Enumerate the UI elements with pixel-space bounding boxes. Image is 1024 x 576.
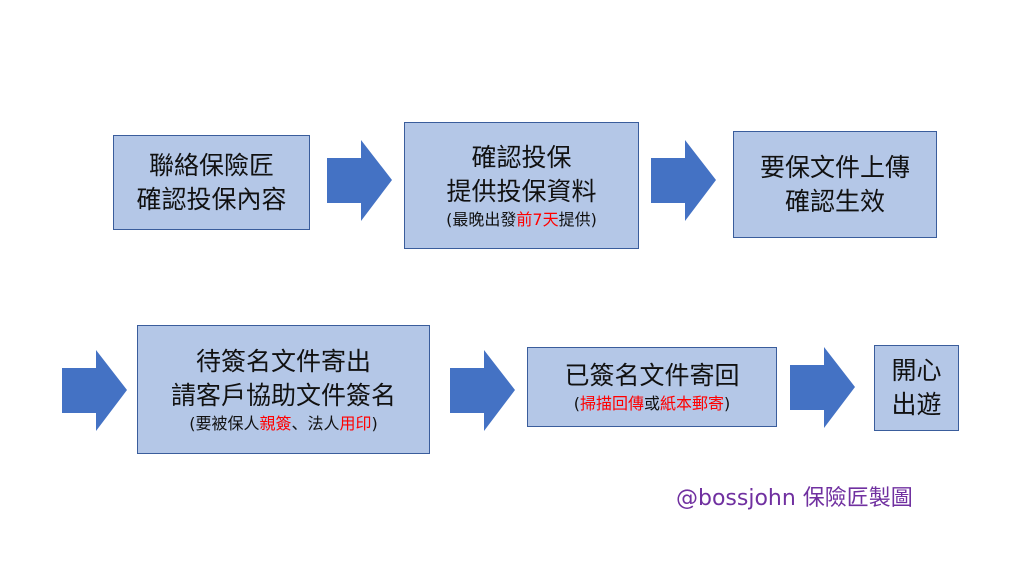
- note-highlight: 前7天: [516, 209, 559, 229]
- note-text: ): [371, 413, 378, 433]
- note-highlight: 用印: [339, 413, 372, 433]
- note-text: 提供): [558, 209, 597, 229]
- step-2-box: 確認投保 提供投保資料 (最晚出發前7天提供): [404, 122, 639, 249]
- step-1-line-1: 聯絡保險匠: [148, 150, 274, 180]
- arrow-right-icon: [327, 140, 392, 221]
- step-5-note: (掃描回傳或紙本郵寄): [574, 393, 731, 415]
- arrow-right-icon: [450, 350, 515, 431]
- note-highlight: 紙本郵寄: [660, 394, 725, 413]
- step-4-note: (要被保人親簽、法人用印): [189, 413, 378, 435]
- step-2-note: (最晚出發前7天提供): [446, 209, 597, 231]
- step-3-box: 要保文件上傳 確認生效: [733, 131, 937, 238]
- note-text: 、法人: [291, 413, 340, 433]
- note-highlight: 親簽: [259, 413, 292, 433]
- step-6-line-1: 開心: [891, 356, 942, 385]
- step-3-line-1: 要保文件上傳: [759, 152, 910, 182]
- step-6-line-2: 出遊: [891, 390, 942, 419]
- note-text: (: [573, 394, 580, 413]
- step-1-box: 聯絡保險匠 確認投保內容: [113, 135, 310, 230]
- arrow-right-icon: [790, 347, 855, 428]
- step-4-line-2: 請客戶協助文件簽名: [170, 380, 396, 410]
- note-highlight: 掃描回傳: [579, 394, 644, 413]
- watermark: @bossjohn 保險匠製圖: [676, 486, 913, 511]
- note-text: 或: [643, 394, 660, 413]
- arrow-right-icon: [651, 140, 716, 221]
- step-2-line-1: 確認投保: [471, 142, 572, 172]
- step-3-line-2: 確認生效: [784, 186, 885, 216]
- step-5-box: 已簽名文件寄回 (掃描回傳或紙本郵寄): [527, 347, 777, 427]
- note-text: ): [724, 394, 731, 413]
- step-4-box: 待簽名文件寄出 請客戶協助文件簽名 (要被保人親簽、法人用印): [137, 325, 430, 454]
- arrow-right-icon: [62, 350, 127, 431]
- note-text: (最晚出發: [446, 209, 517, 229]
- step-4-line-1: 待簽名文件寄出: [195, 346, 371, 376]
- step-2-line-2: 提供投保資料: [446, 176, 597, 206]
- step-6-box: 開心 出遊: [874, 345, 959, 431]
- step-1-line-2: 確認投保內容: [136, 184, 287, 214]
- note-text: (要被保人: [189, 413, 260, 433]
- step-5-line-1: 已簽名文件寄回: [564, 361, 740, 390]
